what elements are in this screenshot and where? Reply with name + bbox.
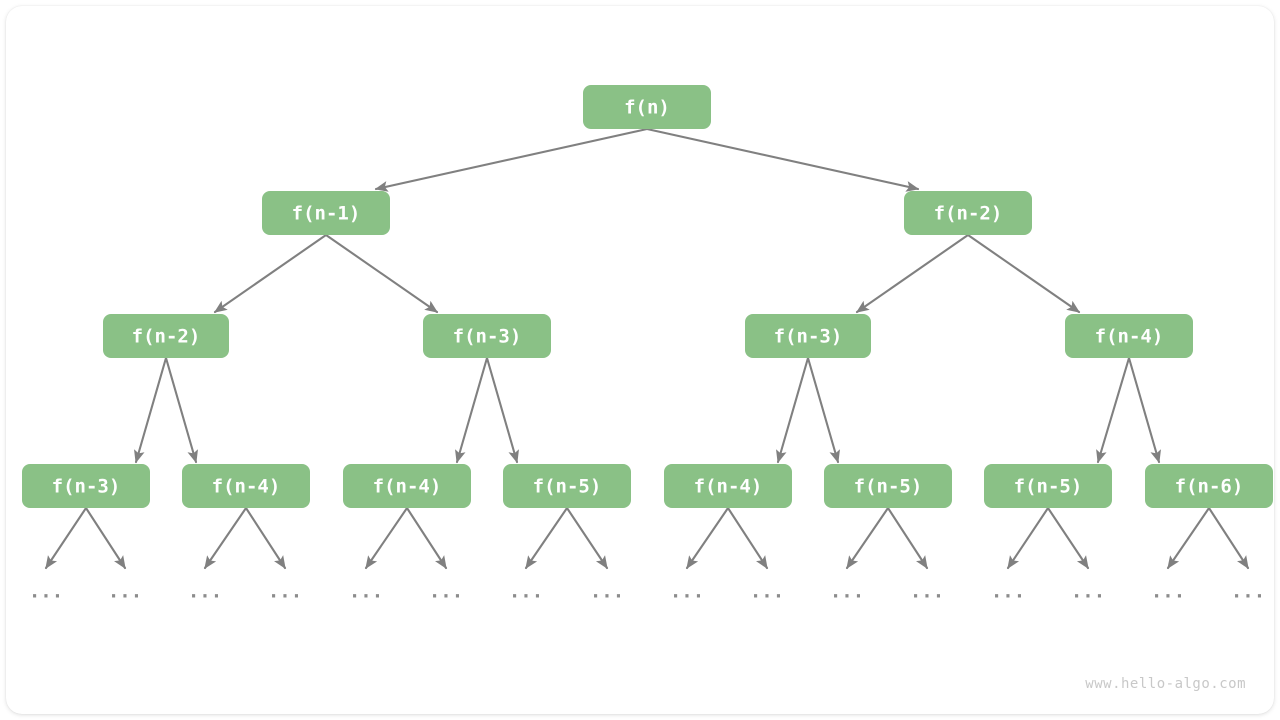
ellipsis-label: ... [830, 581, 864, 603]
ellipsis-label: ... [590, 581, 624, 603]
ellipsis-label: ... [670, 581, 704, 603]
tree-node-box [583, 85, 711, 129]
tree-node[interactable]: f(n-3) [423, 314, 551, 358]
tree-leaf-edge [1006, 506, 1050, 570]
tree-leaf-edge [565, 506, 609, 570]
tree-edge [855, 233, 970, 314]
tree-node-box [423, 314, 551, 358]
tree-node[interactable]: f(n-5) [824, 464, 952, 508]
tree-edge [485, 356, 519, 464]
tree-edge [213, 233, 328, 314]
tree-node-label: f(n-2) [934, 203, 1003, 225]
tree-leaf-edge [845, 506, 890, 570]
tree-edge [1127, 356, 1161, 464]
tree-leaf-edge [244, 506, 287, 570]
tree-node-label: f(n-6) [1175, 476, 1244, 498]
tree-node[interactable]: f(n-4) [1065, 314, 1193, 358]
ellipsis-label: ... [108, 581, 142, 603]
tree-node-label: f(n-2) [132, 326, 201, 348]
tree-node-label: f(n-5) [533, 476, 602, 498]
tree-node-box [503, 464, 631, 508]
ellipsis-label: ... [1071, 581, 1105, 603]
ellipsis-label: ... [349, 581, 383, 603]
tree-node-label: f(n-5) [1014, 476, 1083, 498]
tree-node[interactable]: f(n-4) [343, 464, 471, 508]
ellipsis-label: ... [268, 581, 302, 603]
watermark-label: www.hello-algo.com [1085, 676, 1246, 692]
tree-node[interactable]: f(n-3) [745, 314, 871, 358]
tree-node-label: f(n-4) [1095, 326, 1164, 348]
tree-edge [966, 233, 1081, 314]
tree-node-label: f(n) [624, 97, 670, 119]
tree-node-label: f(n-4) [212, 476, 281, 498]
tree-leaf-edge [203, 506, 248, 570]
tree-leaf-edge [84, 506, 127, 570]
tree-node-box [664, 464, 792, 508]
tree-edge [806, 356, 840, 464]
tree-node[interactable]: f(n-4) [182, 464, 310, 508]
diagram-card: f(n) f(n-1) f(n-2) f(n-2) f(n-3) f(n-3) f(n-4)… [6, 6, 1274, 714]
ellipsis-label: ... [1151, 581, 1185, 603]
tree-node-box [103, 314, 229, 358]
tree-leaf-edge [726, 506, 769, 570]
tree-node-box [22, 464, 150, 508]
tree-edge [324, 233, 439, 314]
tree-leaf-edge [364, 506, 409, 570]
tree-edges [44, 127, 1250, 570]
tree-node[interactable]: f(n-2) [904, 191, 1032, 235]
ellipsis-label: ... [429, 581, 463, 603]
tree-node[interactable]: f(n-5) [984, 464, 1112, 508]
tree-leaf-edge [44, 506, 88, 570]
tree-node-box [824, 464, 952, 508]
tree-edge [374, 127, 649, 192]
tree-node-box [984, 464, 1112, 508]
tree-ellipsis-row: ........................................… [29, 581, 1265, 603]
tree-leaf-edge [405, 506, 448, 570]
tree-leaf-edge [524, 506, 569, 570]
tree-node-label: f(n-1) [292, 203, 361, 225]
tree-leaf-edge [1207, 506, 1250, 570]
ellipsis-label: ... [188, 581, 222, 603]
tree-node-box [1065, 314, 1193, 358]
tree-node-label: f(n-4) [373, 476, 442, 498]
tree-node-box [343, 464, 471, 508]
tree-node-box [745, 314, 871, 358]
ellipsis-label: ... [1231, 581, 1265, 603]
tree-node-label: f(n-3) [52, 476, 121, 498]
tree-node[interactable]: f(n) [583, 85, 711, 129]
tree-node[interactable]: f(n-5) [503, 464, 631, 508]
recursion-tree-svg: f(n) f(n-1) f(n-2) f(n-2) f(n-3) f(n-3) f(n-4)… [22, 85, 1273, 603]
tree-leaf-edge [886, 506, 929, 570]
tree-leaf-edge [1046, 506, 1090, 570]
tree-node-box [1145, 464, 1273, 508]
tree-node[interactable]: f(n-4) [664, 464, 792, 508]
tree-nodes: f(n) f(n-1) f(n-2) f(n-2) f(n-3) f(n-3) f(n-4)… [22, 85, 1273, 508]
tree-edge [645, 127, 920, 192]
tree-node-box [182, 464, 310, 508]
tree-node-label: f(n-5) [854, 476, 923, 498]
ellipsis-label: ... [750, 581, 784, 603]
ellipsis-label: ... [29, 581, 63, 603]
tree-node-label: f(n-3) [774, 326, 843, 348]
tree-edge [164, 356, 198, 464]
tree-edge [776, 356, 810, 464]
tree-node[interactable]: f(n-1) [262, 191, 390, 235]
tree-node-box [904, 191, 1032, 235]
ellipsis-label: ... [910, 581, 944, 603]
ellipsis-label: ... [509, 581, 543, 603]
tree-node-label: f(n-4) [694, 476, 763, 498]
tree-node[interactable]: f(n-6) [1145, 464, 1273, 508]
tree-leaf-edge [685, 506, 730, 570]
tree-leaf-edge [1166, 506, 1211, 570]
tree-node-label: f(n-3) [453, 326, 522, 348]
tree-edge [1096, 356, 1131, 464]
tree-node-box [262, 191, 390, 235]
ellipsis-label: ... [991, 581, 1025, 603]
tree-node[interactable]: f(n-3) [22, 464, 150, 508]
tree-node[interactable]: f(n-2) [103, 314, 229, 358]
tree-edge [134, 356, 168, 464]
tree-edge [455, 356, 489, 464]
